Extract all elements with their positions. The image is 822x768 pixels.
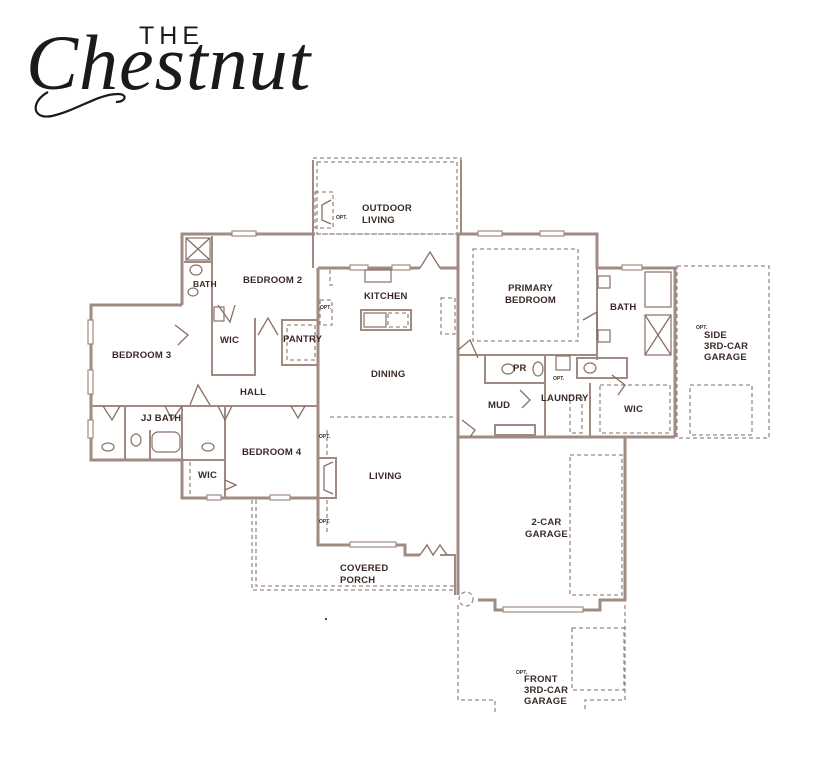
room-front-garage: FRONT 3RD-CAR GARAGE [524,674,568,707]
label-line: 3RD-CAR [704,341,749,352]
logo-prefix: THE [139,22,204,50]
opt-tag-laundry: OPT. [553,376,565,382]
room-jj-bath: JJ BATH [141,413,182,424]
doors [102,250,626,557]
room-bedroom-2: BEDROOM 2 [243,275,303,286]
opt-tag-side-garage: OPT. [696,325,708,331]
label-line: 2-CAR [531,517,562,528]
interior-walls [91,236,672,607]
label-line: COVERED [340,563,389,574]
logo-name: Chestnut [26,19,312,106]
room-primary-wic: WIC [624,404,644,415]
label-line: BEDROOM [505,295,557,306]
room-bedroom-4: BEDROOM 4 [242,447,302,458]
room-primary-bath: BATH [610,302,637,313]
label-line: GARAGE [524,696,567,707]
room-laundry: LAUNDRY [541,393,589,404]
label-line: OUTDOOR [362,203,412,214]
room-wic-bed4: WIC [198,470,218,481]
covered-porch-area [251,500,455,591]
label-line: FRONT [524,674,558,685]
label-line: SIDE [704,330,727,341]
opt-tag-living-bottom: OPT. [319,519,331,525]
opt-tag-living-top: OPT. [319,434,331,440]
opt-tag-outdoor: OPT. [336,215,348,221]
logo: Chestnut THE [22,10,322,125]
room-mud: MUD [488,400,511,411]
side-garage-area [676,265,770,439]
room-hall: HALL [240,387,267,398]
room-kitchen: KITCHEN [364,291,408,302]
room-pantry: PANTRY [283,334,323,345]
room-wic-bed2: WIC [220,335,240,346]
room-powder: PR [513,363,527,374]
marker-dot [324,617,328,621]
room-two-car-garage: 2-CAR GARAGE [525,517,568,541]
outdoor-living-area [312,157,462,268]
label-line: LIVING [362,215,395,226]
label-line: GARAGE [704,352,747,363]
room-bedroom-3: BEDROOM 3 [112,350,172,361]
room-dining: DINING [371,369,406,380]
room-primary-bedroom: PRIMARY BEDROOM [505,283,556,307]
logo-swash-icon [34,91,126,118]
room-living: LIVING [369,471,402,482]
label-line: GARAGE [525,529,568,540]
room-side-garage: SIDE 3RD-CAR GARAGE [704,330,748,363]
windows [87,230,643,613]
label-line: PORCH [340,575,376,586]
label-line: PRIMARY [508,283,553,294]
front-garage-area [457,605,626,712]
room-bath-2: BATH [193,279,217,289]
label-line: 3RD-CAR [524,685,569,696]
opt-tag-front-garage: OPT. [516,670,528,676]
opt-tag-kitchen: OPT. [320,305,332,311]
room-covered-porch: COVERED PORCH [340,563,388,587]
room-outdoor-living: OUTDOOR LIVING [362,203,412,227]
